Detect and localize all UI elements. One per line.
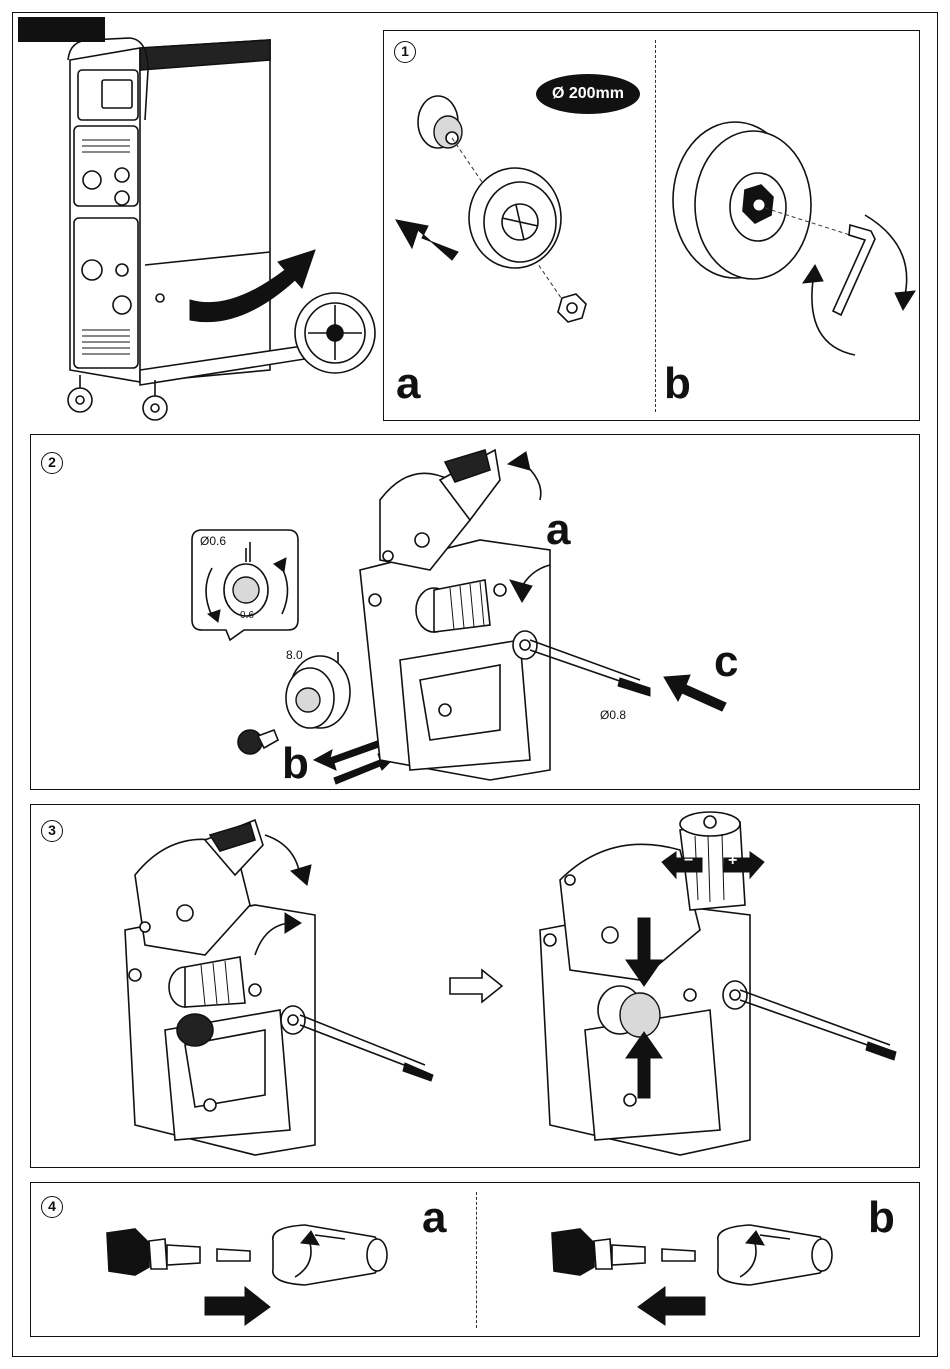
spool-mount-illustration: [390, 90, 650, 340]
step4-number: 4: [41, 1196, 63, 1218]
tension-minus-label: −: [684, 852, 693, 870]
tension-plus-label: +: [728, 852, 737, 870]
step4-letter-b: b: [868, 1196, 895, 1240]
wire-feeder-closing-illustration: [115, 815, 445, 1160]
welder-machine-illustration: [30, 30, 380, 425]
step1-letter-a: a: [396, 362, 420, 406]
step2-letter-c: c: [714, 640, 738, 684]
spool-lock-illustration: [665, 105, 915, 365]
wire-feeder-open-illustration: [350, 440, 650, 780]
step4-divider: [476, 1192, 477, 1328]
step2-number: 2: [41, 452, 63, 474]
roller-mark-label: 8.0: [286, 648, 303, 662]
step1-number: 1: [394, 41, 416, 63]
step4-letter-a: a: [422, 1196, 446, 1240]
step1-letter-b: b: [664, 362, 691, 406]
next-step-arrow: [448, 968, 504, 1004]
roller-groove-top-label: Ø0.6: [200, 534, 226, 548]
torch-nozzle-assembly-b: [550, 1225, 850, 1330]
step1-divider: [655, 40, 656, 412]
step3-number: 3: [41, 820, 63, 842]
torch-nozzle-assembly-a: [105, 1225, 405, 1330]
tension-adjust-arrows: [658, 848, 768, 882]
step2-letter-a: a: [546, 508, 570, 552]
wire-diameter-label: Ø0.8: [600, 708, 626, 722]
roller-groove-bottom-label: 0.6: [240, 610, 254, 621]
step2-letter-b: b: [282, 742, 309, 786]
